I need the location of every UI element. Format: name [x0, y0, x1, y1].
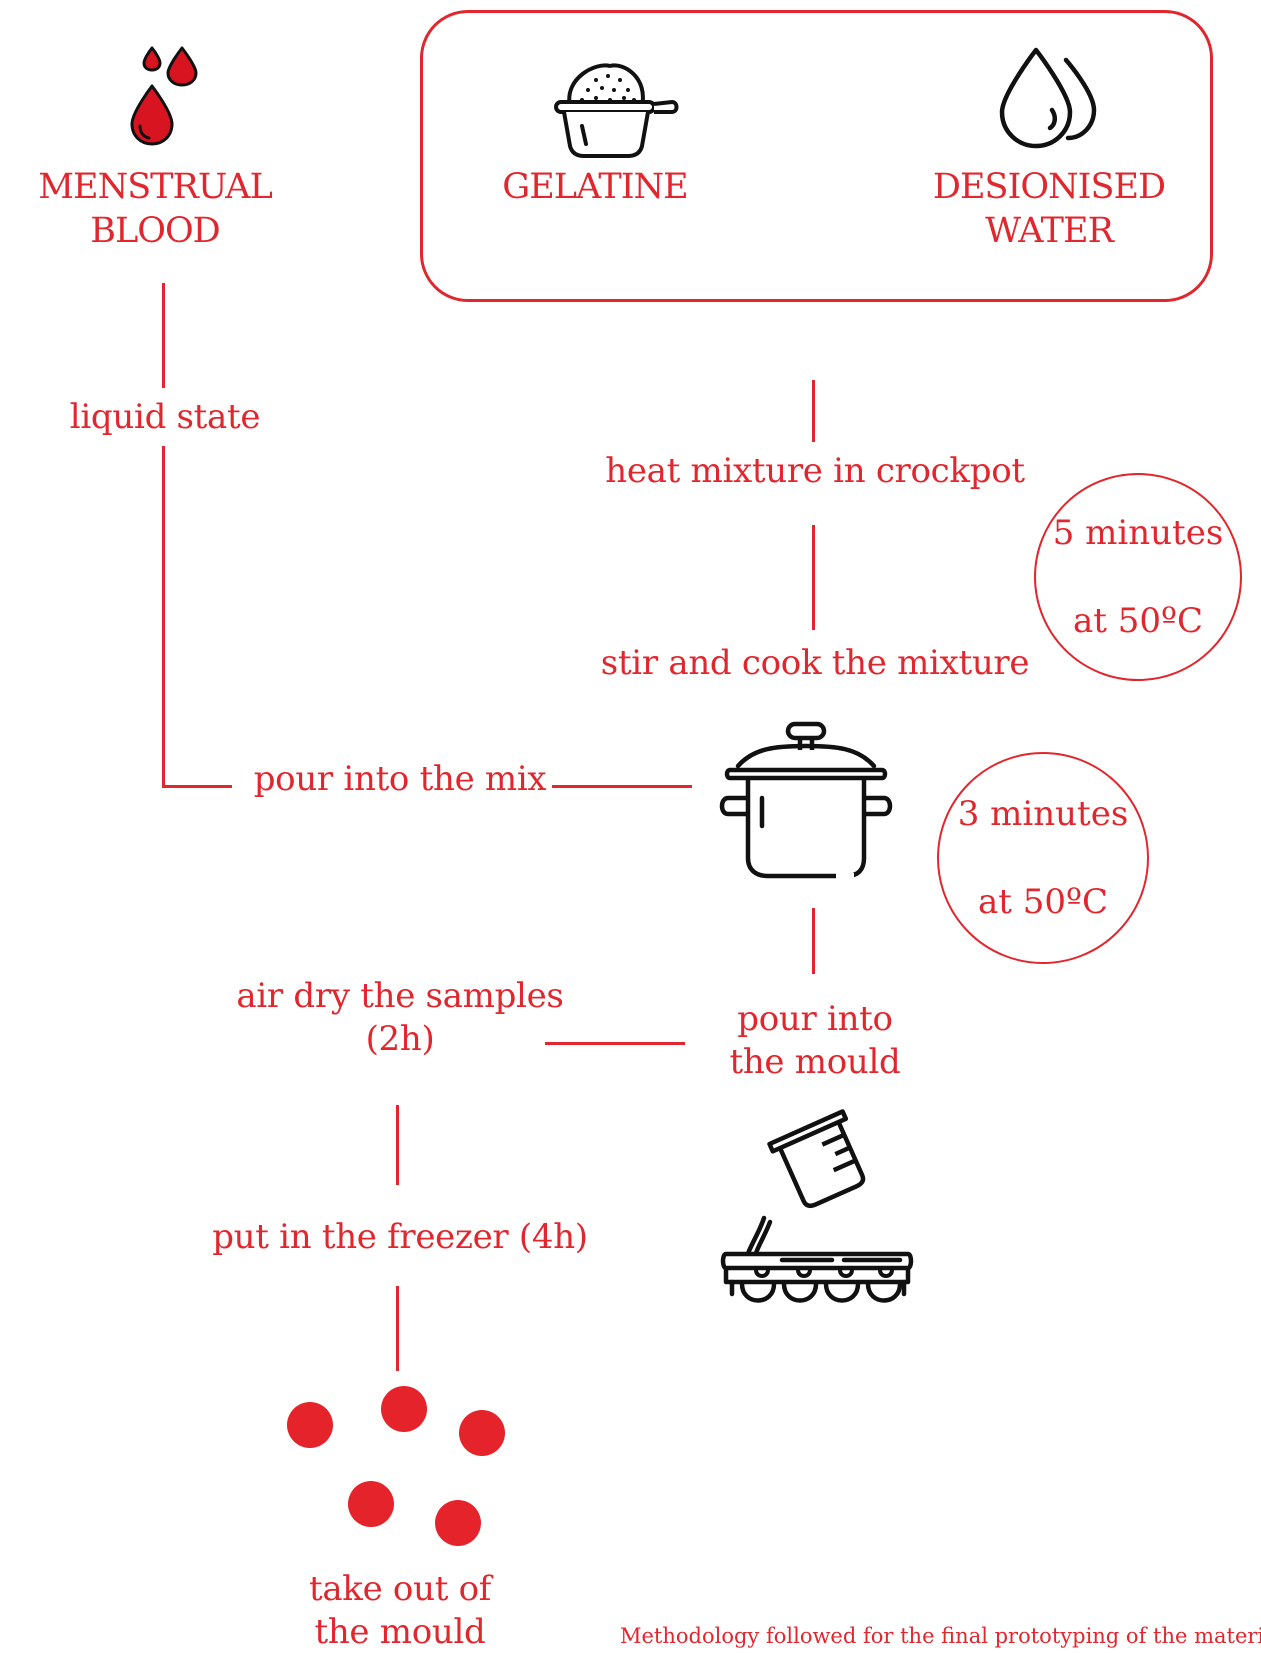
air-dry-line2: (2h) — [230, 1018, 570, 1061]
gelatine-label: GELATINE — [460, 166, 730, 210]
cooking-pot-icon — [718, 722, 896, 882]
mix-connector-right — [552, 785, 692, 788]
blood-connector-bottom — [162, 446, 165, 787]
dry-connector — [396, 1105, 399, 1185]
heat-connector — [812, 525, 815, 630]
box-connector — [812, 380, 815, 442]
pour-into-mix-label: pour into the mix — [250, 758, 550, 801]
pour-mould-line1: pour into — [690, 998, 940, 1041]
heat-mixture-label: heat mixture in crockpot — [600, 450, 1030, 493]
figure-caption: Methodology followed for the final proto… — [620, 1624, 1261, 1648]
blood-label-line2: BLOOD — [20, 210, 290, 254]
pour-mould-line2: the mould — [690, 1041, 940, 1084]
sample-dot — [287, 1402, 333, 1448]
sample-dot — [459, 1410, 505, 1456]
liquid-state-label: liquid state — [40, 396, 290, 439]
timer-5-minutes: 5 minutes at 50ºC — [1034, 473, 1242, 681]
freezer-label: put in the freezer (4h) — [200, 1216, 600, 1259]
water-label-line2: WATER — [914, 210, 1184, 254]
gelatine-scoop-icon — [550, 60, 680, 160]
blood-label-line1: MENSTRUAL — [20, 166, 290, 210]
pour-mould-label: pour into the mould — [690, 998, 940, 1083]
timer-5-line1: 5 minutes — [1053, 511, 1224, 555]
take-out-line1: take out of — [280, 1568, 520, 1611]
blood-connector-top — [162, 283, 165, 388]
timer-3-line2: at 50ºC — [958, 880, 1129, 924]
air-dry-line1: air dry the samples — [230, 975, 570, 1018]
sample-dot — [348, 1481, 394, 1527]
blood-drops-icon — [128, 44, 200, 144]
freezer-connector — [396, 1286, 399, 1371]
air-dry-label: air dry the samples (2h) — [230, 975, 570, 1060]
pouring-mould-icon — [722, 1118, 914, 1308]
blood-connector-elbow — [162, 785, 232, 788]
pot-connector — [812, 908, 815, 974]
water-label: DESIONISED WATER — [914, 166, 1184, 254]
timer-3-minutes: 3 minutes at 50ºC — [937, 752, 1149, 964]
water-label-line1: DESIONISED — [914, 166, 1184, 210]
timer-5-line2: at 50ºC — [1053, 599, 1224, 643]
stir-cook-label: stir and cook the mixture — [600, 642, 1030, 685]
water-drops-icon — [998, 48, 1108, 148]
timer-3-line1: 3 minutes — [958, 792, 1129, 836]
take-out-label: take out of the mould — [280, 1568, 520, 1653]
blood-label: MENSTRUAL BLOOD — [20, 166, 290, 254]
sample-dot — [381, 1386, 427, 1432]
sample-dot — [435, 1500, 481, 1546]
